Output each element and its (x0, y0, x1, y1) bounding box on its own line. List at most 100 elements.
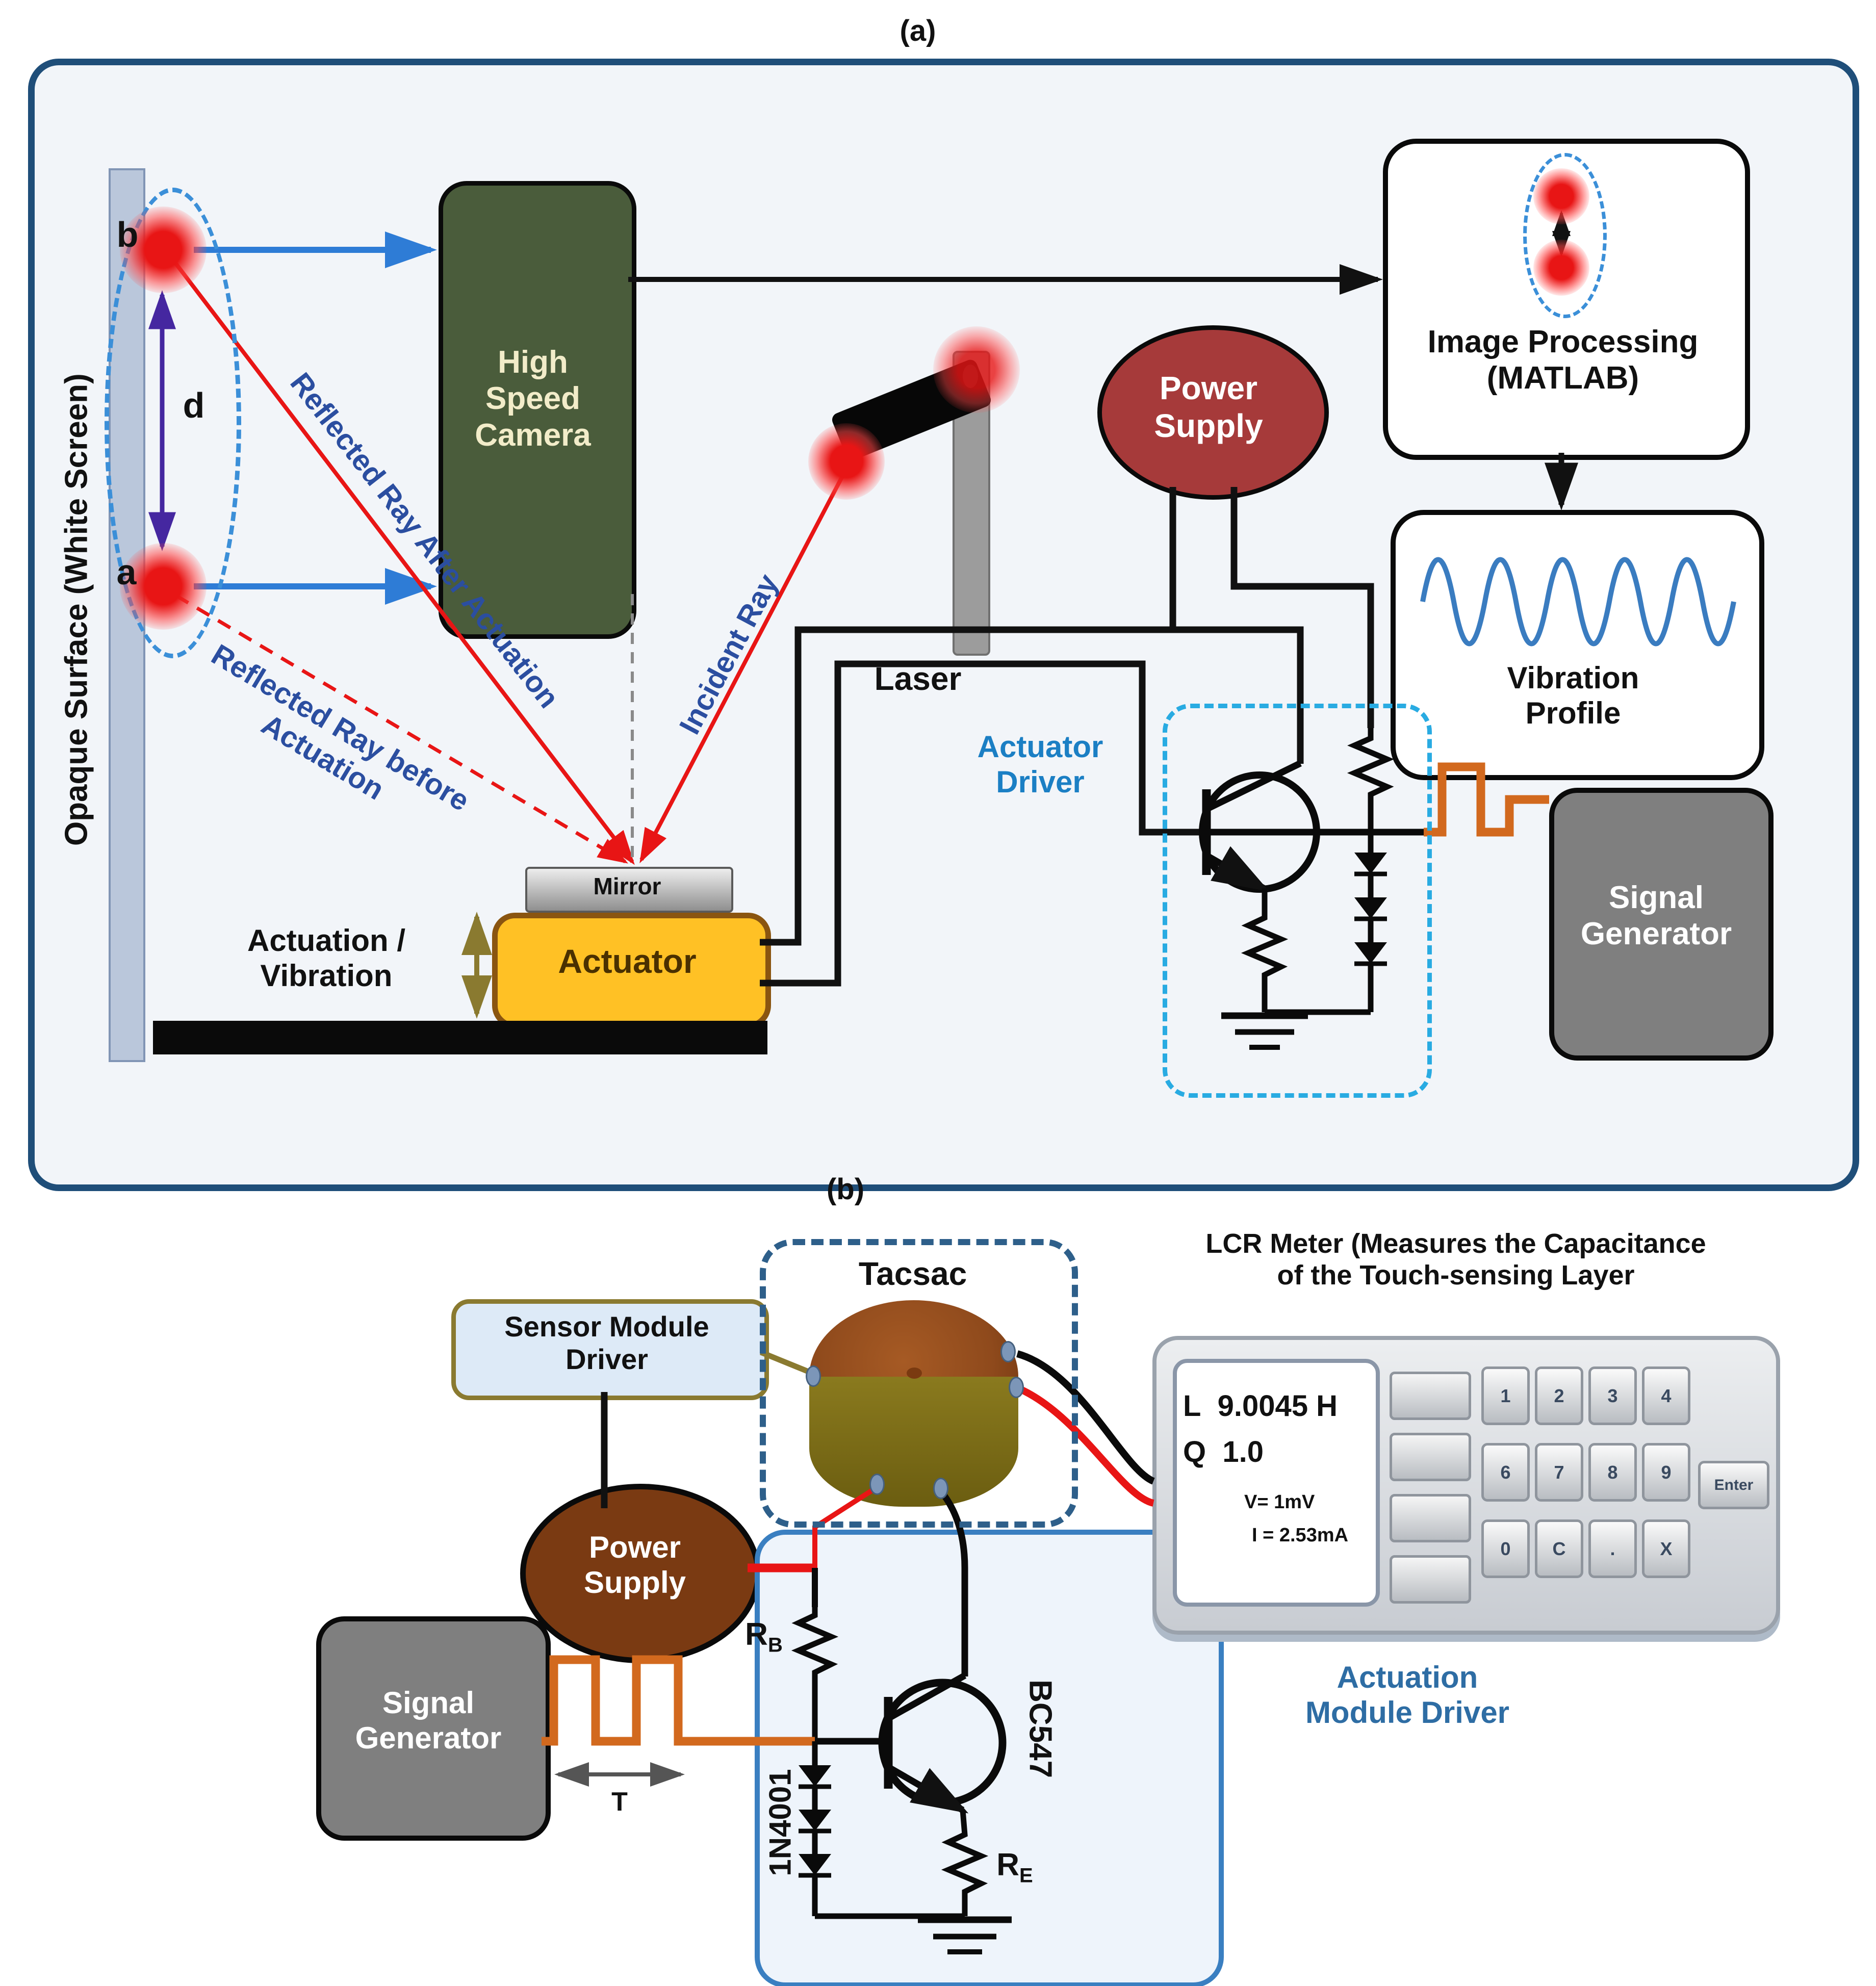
actuator-base-wire (760, 660, 1202, 987)
actuation-module-driver-circuit-box (755, 1530, 1224, 1986)
lcr-key-dot[interactable]: . (1588, 1519, 1637, 1578)
vibration-sine-wave (1420, 557, 1736, 647)
resistor-rb (791, 1606, 839, 1741)
resistor-a-top (1347, 728, 1395, 832)
point-b-label: b (116, 215, 139, 254)
lcr-meter-title: LCR Meter (Measures the Capacitance of t… (1205, 1228, 1706, 1291)
diode-b2 (799, 1810, 831, 1831)
re-label: RE (979, 1847, 1050, 1887)
actuator-driver-label: Actuator Driver (977, 730, 1103, 799)
power-supply-a-right-lead (1230, 487, 1374, 728)
actuation-module-driver-label: Actuation Module Driver (1305, 1660, 1510, 1730)
lcr-line-V: V= 1mV (1244, 1491, 1315, 1513)
lcr-enter-button[interactable]: Enter (1698, 1461, 1769, 1509)
actuation-vibration-label: Actuation / Vibration (247, 923, 405, 993)
panel-b-tag: (b) (826, 1173, 865, 1206)
sensor-module-driver-box (451, 1299, 769, 1400)
tacsac-dashed-box (760, 1239, 1078, 1528)
tacsac-device-body (809, 1377, 1018, 1507)
re-symbol: R (996, 1847, 1020, 1882)
lcr-softkey-3[interactable] (1390, 1494, 1471, 1542)
diode-b1 (799, 1765, 831, 1787)
diode-b3 (799, 1854, 831, 1875)
transistor-part-label: BC547 (1022, 1680, 1058, 1778)
processed-spots-icon-ellipse (1523, 153, 1607, 318)
transistor-b-collector (888, 1672, 967, 1720)
lcr-key-4[interactable]: 4 (1642, 1366, 1690, 1425)
lcr-key-0[interactable]: 0 (1481, 1519, 1530, 1578)
lcr-L-value: 9.0045 H (1217, 1389, 1338, 1423)
transistor-b-circle (878, 1679, 1007, 1807)
tacsac-label: Tacsac (858, 1255, 967, 1292)
lcr-key-1[interactable]: 1 (1481, 1366, 1530, 1425)
square-wave-wire-a (1424, 762, 1549, 837)
lcr-key-6[interactable]: 6 (1481, 1443, 1530, 1502)
lcr-key-2[interactable]: 2 (1535, 1366, 1583, 1425)
panel-a-tag: (a) (900, 14, 936, 47)
rb-symbol: R (745, 1617, 768, 1652)
laser-spot-a (120, 543, 207, 630)
laser-label: Laser (874, 660, 962, 697)
point-a-label: a (116, 552, 137, 592)
lcr-line-L: L 9.0045 H (1183, 1389, 1361, 1424)
base-bar (153, 1021, 767, 1054)
lcr-key-9[interactable]: 9 (1642, 1443, 1690, 1502)
tacsac-to-lcr-black-wire (1016, 1350, 1155, 1485)
vibration-profile-label: Vibration Profile (1507, 661, 1639, 730)
lcr-key-3[interactable]: 3 (1588, 1366, 1637, 1425)
reflected-ray-before-line (175, 594, 629, 864)
tacsac-terminal-bottom-left (869, 1474, 885, 1495)
transistor-a-collector (1207, 760, 1302, 811)
signal-generator-a-label: Signal Generator (1580, 880, 1732, 952)
diode-a2 (1354, 897, 1387, 919)
lcr-key-7[interactable]: 7 (1535, 1443, 1583, 1502)
sensor-module-driver-label: Sensor Module Driver (504, 1310, 709, 1376)
camera-label: High Speed Camera (475, 345, 591, 453)
lcr-L: L (1183, 1389, 1201, 1423)
tacsac-center-dot (907, 1368, 922, 1379)
icon-spot-bottom (1533, 240, 1589, 296)
tacsac-terminal-right-upper (1000, 1341, 1016, 1362)
distance-label: d (183, 385, 205, 425)
lcr-Q: Q (1183, 1435, 1206, 1468)
incident-ray-line (639, 466, 850, 864)
signal-generator-b-box (316, 1616, 551, 1841)
lcr-softkey-1[interactable] (1390, 1372, 1471, 1420)
re-subscript: E (1019, 1864, 1033, 1887)
signal-generator-b-label: Signal Generator (355, 1686, 502, 1755)
tacsac-terminal-right-lower (1009, 1377, 1024, 1398)
mirror-plate (525, 867, 733, 913)
lcr-key-C[interactable]: C (1535, 1519, 1583, 1578)
lcr-line-Q: Q 1.0 (1183, 1435, 1361, 1469)
resistor-re (941, 1810, 989, 1916)
image-processing-label: Image Processing (MATLAB) (1427, 324, 1699, 396)
tacsac-terminal-bottom-right (933, 1478, 948, 1499)
laser-rear-glow (933, 326, 1020, 413)
laser-muzzle-glow (808, 423, 885, 500)
diode-a3 (1354, 942, 1387, 964)
icon-spot-top (1533, 168, 1589, 224)
power-supply-a-ellipse (1097, 325, 1329, 500)
signal-generator-a-box (1549, 788, 1774, 1061)
screen-label: Opaque Surface (White Screen) (59, 373, 94, 846)
laser-spot-b (120, 207, 207, 293)
lcr-key-8[interactable]: 8 (1588, 1443, 1637, 1502)
diode-a1 (1354, 853, 1387, 874)
period-T-label: T (611, 1787, 628, 1817)
power-supply-a-label: Power Supply (1154, 370, 1263, 444)
lcr-softkey-2[interactable] (1390, 1433, 1471, 1481)
diode-part-label: 1N4001 (763, 1769, 798, 1876)
lcr-line-I: I = 2.53mA (1252, 1525, 1349, 1546)
transistor-a-emitter (1206, 846, 1270, 892)
tacsac-terminal-left (806, 1365, 821, 1387)
resistor-a-emitter (1241, 888, 1289, 1012)
square-wave-wire-b (542, 1655, 815, 1746)
actuator-label: Actuator (558, 942, 697, 980)
rb-subscript: B (767, 1634, 783, 1657)
screen-spots-dashed-ellipse (105, 188, 241, 658)
power-supply-b-label: Power Supply (583, 1530, 686, 1600)
vibration-profile-box (1391, 510, 1764, 780)
lcr-key-X[interactable]: X (1642, 1519, 1690, 1578)
actuator-collector-wire (760, 626, 1304, 946)
lcr-softkey-4[interactable] (1390, 1555, 1471, 1604)
